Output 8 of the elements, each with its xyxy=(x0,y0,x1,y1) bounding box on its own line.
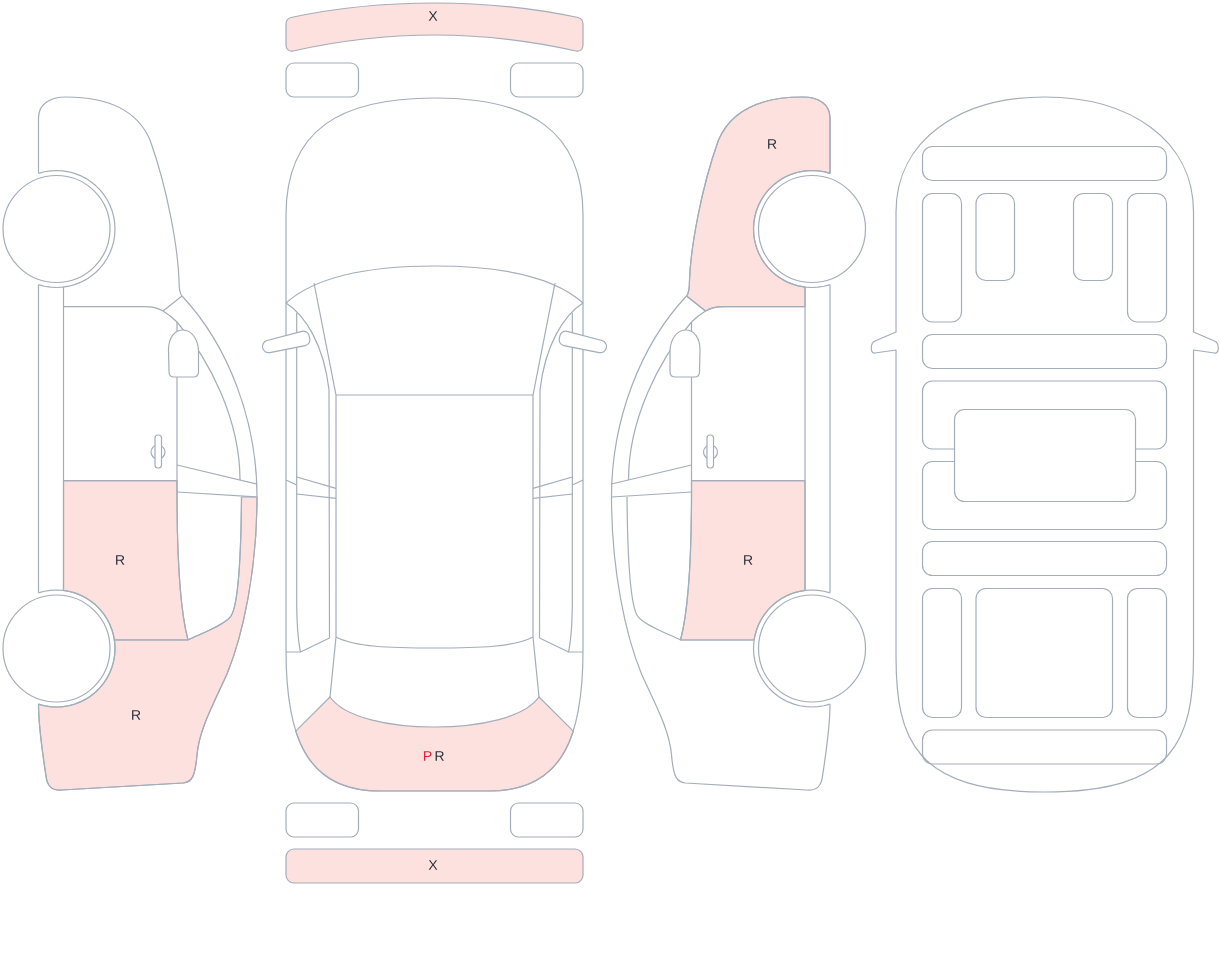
panel-code: R xyxy=(768,139,777,149)
panel-code: R xyxy=(132,710,141,720)
panel-code: X xyxy=(428,860,438,870)
panel-code: R xyxy=(435,751,444,761)
panel-code: P xyxy=(424,751,432,761)
panel-code: R xyxy=(744,555,753,565)
panel-code: R xyxy=(116,555,125,565)
panel-code: X xyxy=(428,11,438,21)
